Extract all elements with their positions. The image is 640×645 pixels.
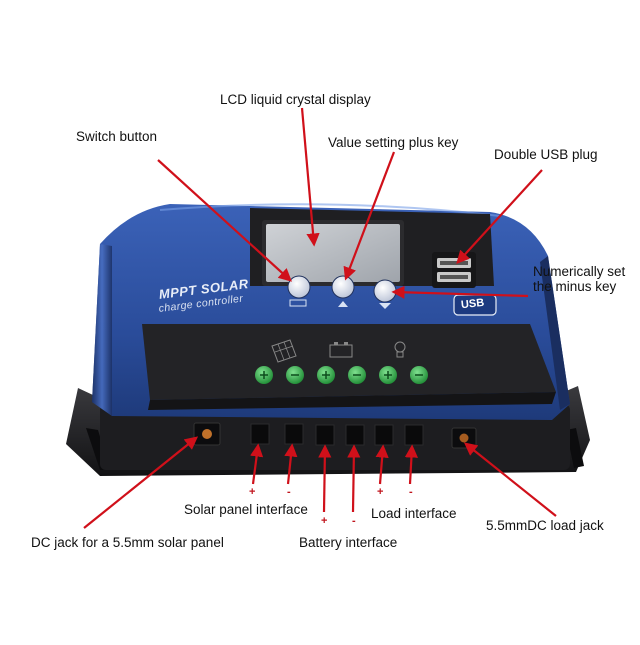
label-dc-load-jack: 5.5mmDC load jack: [486, 518, 604, 533]
label-battery-interface: Battery interface: [299, 535, 398, 550]
label-lcd-display: LCD liquid crystal display: [220, 92, 371, 107]
label-solar-interface: Solar panel interface: [184, 502, 308, 517]
label-dc-jack-solar: DC jack for a 5.5mm solar panel: [31, 535, 224, 550]
label-switch-button: Switch button: [76, 129, 158, 144]
polarity-battery-plus: +: [321, 515, 328, 527]
label-usb-plug: Double USB plug: [494, 147, 598, 162]
label-plus-key: Value setting plus key: [328, 135, 459, 150]
terminal-openings: [250, 423, 424, 446]
control-buttons: [287, 275, 397, 309]
polarity-battery-minus: -: [352, 515, 356, 527]
dc-jack-solar: [193, 422, 221, 446]
lcd-screen: [266, 224, 400, 282]
label-minus-key-line2: the minus key: [533, 279, 617, 294]
usb-badge-text: USB: [460, 296, 485, 312]
label-load-interface: Load interface: [371, 506, 457, 521]
polarity-solar-plus: +: [249, 486, 256, 498]
bulb-icon: [394, 341, 406, 358]
polarity-solar-minus: -: [287, 486, 291, 498]
solar-panel-icon: [271, 339, 297, 363]
terminal-screws: [255, 366, 428, 384]
battery-icon: [329, 342, 353, 358]
polarity-load-minus: -: [409, 486, 413, 498]
callout-arrows: [83, 107, 557, 529]
dc-jack-load: [451, 427, 477, 449]
polarity-load-plus: +: [377, 486, 384, 498]
terminal-bar: [142, 324, 556, 410]
label-minus-key-line1: Numerically set: [533, 264, 626, 279]
